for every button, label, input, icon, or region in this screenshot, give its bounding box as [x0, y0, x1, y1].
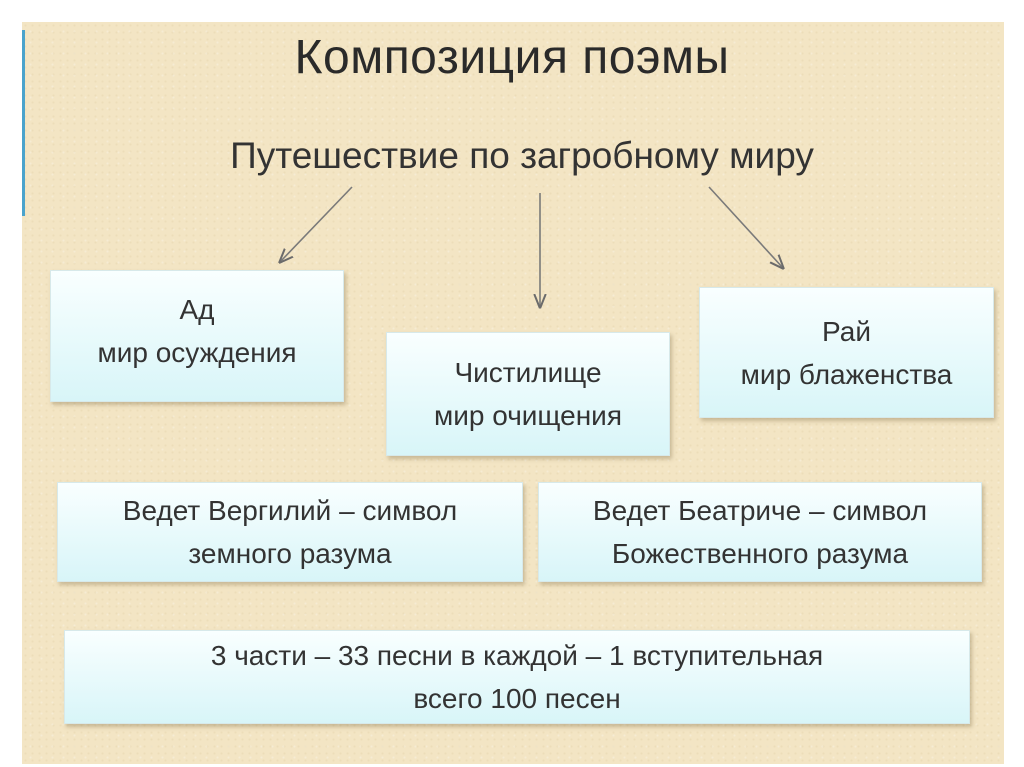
beatrice-box: Ведет Беатриче – символ Божественного ра…: [538, 482, 982, 582]
beatrice-line2: Божественного разума: [611, 538, 909, 569]
virgil-line1: Ведет Вергилий – символ: [122, 495, 458, 526]
slide-title: Композиция поэмы: [294, 31, 730, 84]
structure-line2: всего 100 песен: [413, 683, 621, 714]
purgatory-desc: мир очищения: [434, 400, 622, 431]
slide-subtitle: Путешествие по загробному миру: [230, 135, 814, 176]
hell-name: Ад: [179, 294, 215, 325]
virgil-line2: земного разума: [188, 538, 392, 569]
structure-box: 3 части – 33 песни в каждой – 1 вступите…: [64, 630, 970, 724]
virgil-box: Ведет Вергилий – символ земного разума: [57, 482, 523, 582]
beatrice-line1: Ведет Беатриче – символ: [592, 495, 928, 526]
purgatory-box: Чистилище мир очищения: [386, 332, 670, 456]
accent-bar: [22, 30, 25, 216]
structure-line1: 3 части – 33 песни в каждой – 1 вступите…: [210, 640, 824, 671]
paradise-box: Рай мир блаженства: [699, 287, 994, 418]
purgatory-name: Чистилище: [454, 357, 602, 388]
paradise-name: Рай: [822, 315, 871, 347]
hell-box: Ад мир осуждения: [50, 270, 344, 402]
hell-desc: мир осуждения: [97, 337, 297, 368]
paradise-desc: мир блаженства: [740, 358, 953, 390]
